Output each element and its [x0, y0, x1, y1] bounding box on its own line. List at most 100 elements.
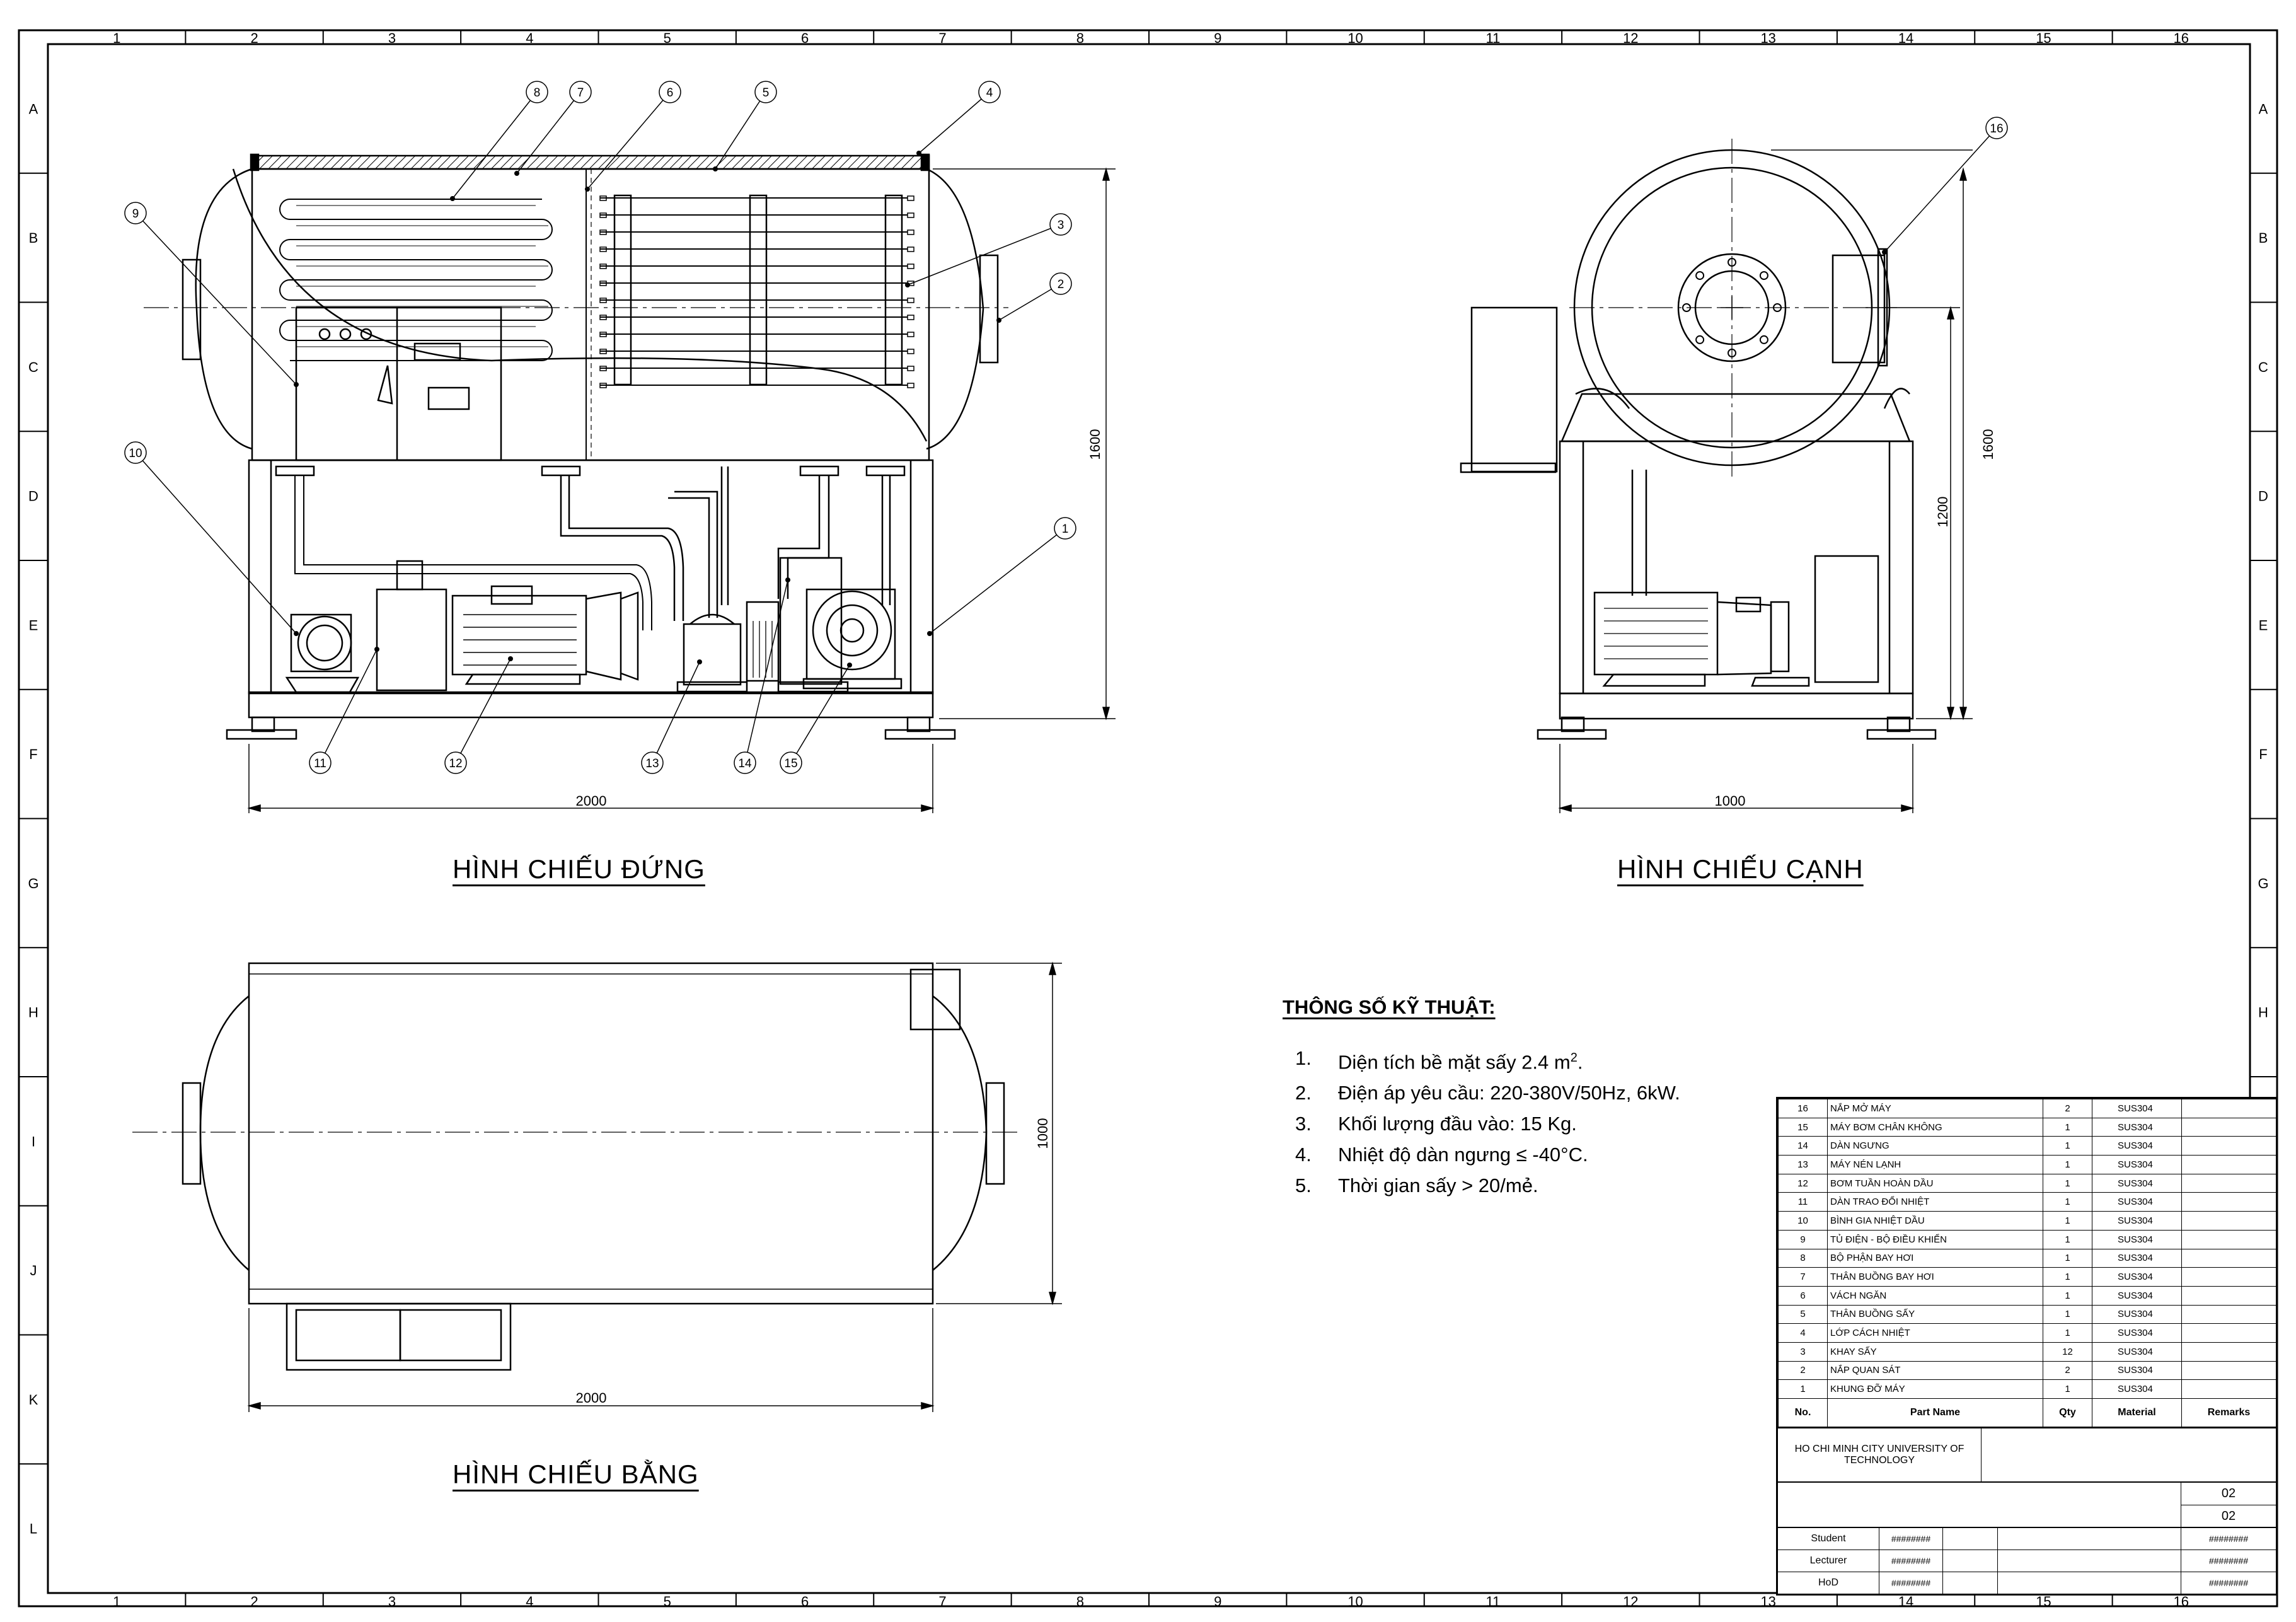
leader-dot	[294, 382, 299, 387]
part-material: SUS304	[2092, 1099, 2182, 1118]
institution-row: HO CHI MINH CITY UNIVERSITY OF TECHNOLOG…	[1778, 1427, 2276, 1481]
balloon-leader	[452, 91, 538, 199]
grid-col-label: 2	[250, 1594, 258, 1609]
part-name: BỘ PHẬN BAY HƠI	[1827, 1248, 2043, 1268]
grid-row-label: E	[29, 617, 38, 633]
spec-number: 1.	[1295, 1047, 1312, 1069]
balloon-leader	[135, 212, 297, 385]
signature-date-cell	[1943, 1528, 1998, 1550]
part-material: SUS304	[2092, 1117, 2182, 1137]
leader-dot	[697, 659, 702, 664]
part-no: 2	[1778, 1360, 1828, 1381]
part-material: SUS304	[2092, 1267, 2182, 1287]
signature-date-cell	[1943, 1550, 1998, 1572]
part-qty: 1	[2043, 1323, 2092, 1343]
grid-row-label: H	[2258, 1005, 2268, 1021]
part-no: 8	[1778, 1248, 1828, 1268]
leader-dot	[996, 318, 1001, 323]
parts-header-cell: Remarks	[2181, 1398, 2276, 1427]
leader-dot	[927, 631, 932, 636]
side-view	[1460, 139, 1937, 740]
balloon-number: 4	[986, 86, 993, 100]
part-qty: 1	[2043, 1248, 2092, 1268]
zone-grid-labels: 1122334455667788991010111112121313141415…	[28, 30, 2268, 1609]
spec-number: 3.	[1295, 1113, 1312, 1135]
spec-text: Thời gian sấy > 20/mẻ.	[1338, 1170, 1538, 1201]
part-balloon	[641, 751, 664, 774]
part-no: 6	[1778, 1285, 1828, 1306]
part-name: THÂN BUỒNG SẤY	[1827, 1304, 2043, 1324]
spec-text-main: Thời gian sấy > 20/mẻ.	[1338, 1174, 1538, 1197]
part-qty: 12	[2043, 1341, 2092, 1362]
grid-row-label: J	[30, 1263, 37, 1278]
part-material: SUS304	[2092, 1192, 2182, 1212]
balloon-leader	[587, 91, 671, 190]
part-material: SUS304	[2092, 1341, 2182, 1362]
grid-col-label: 4	[526, 30, 533, 46]
leader-dot	[905, 282, 910, 287]
part-balloon	[309, 751, 332, 774]
dim-side-axis-height: 1200	[1935, 497, 1951, 528]
grid-col-label: 5	[664, 30, 671, 46]
signature-value: ########	[1879, 1550, 1943, 1572]
part-material: SUS304	[2092, 1211, 2182, 1231]
part-material: SUS304	[2092, 1248, 2182, 1268]
balloon-number: 11	[314, 757, 326, 770]
grid-col-label: 12	[1623, 30, 1638, 46]
part-qty: 1	[2043, 1267, 2092, 1287]
spec-number: 4.	[1295, 1144, 1312, 1166]
spec-item: 4.Nhiệt độ dàn ngưng ≤ -40°C.	[1283, 1139, 1736, 1170]
part-balloon	[1054, 517, 1076, 540]
spec-item: 2.Điện áp yêu cầu: 220-380V/50Hz, 6kW.	[1283, 1077, 1736, 1108]
grid-col-label: 14	[1898, 1594, 1913, 1609]
part-no: 15	[1778, 1117, 1828, 1137]
spec-superscript: 2	[1570, 1051, 1578, 1065]
part-remarks	[2181, 1341, 2276, 1362]
leader-dot	[713, 166, 718, 171]
part-qty: 1	[2043, 1117, 2092, 1137]
part-balloon	[780, 751, 802, 774]
signature-right-value: ########	[2208, 1534, 2249, 1544]
grid-col-label: 9	[1214, 30, 1221, 46]
balloon-number: 6	[667, 86, 674, 100]
sheet-total: 02	[2221, 1509, 2236, 1523]
grid-col-label: 15	[2036, 30, 2051, 46]
balloon-leader	[744, 579, 788, 763]
part-no: 1	[1778, 1379, 1828, 1399]
signature-value: ########	[1879, 1528, 1943, 1550]
grid-col-label: 14	[1898, 30, 1913, 46]
leader-dot	[508, 656, 513, 661]
signature-rows: Student################Lecturer#########…	[1778, 1527, 2276, 1594]
part-balloon	[754, 81, 777, 103]
balloon-leader	[918, 91, 990, 154]
part-name: MÁY BƠM CHÂN KHÔNG	[1827, 1117, 2043, 1137]
part-no: 11	[1778, 1192, 1828, 1212]
grid-col-label: 8	[1076, 1594, 1084, 1609]
grid-row-label: E	[2259, 617, 2268, 633]
balloon-number: 3	[1058, 219, 1064, 232]
parts-header-cell: Material	[2092, 1398, 2182, 1427]
signature-role: HoD	[1778, 1572, 1879, 1594]
part-no: 9	[1778, 1229, 1828, 1249]
grid-col-label: 10	[1347, 1594, 1363, 1609]
side-view-title: HÌNH CHIẾU CẠNH	[1617, 854, 1864, 884]
part-remarks	[2181, 1379, 2276, 1399]
balloon-leader	[455, 658, 511, 763]
part-remarks	[2181, 1192, 2276, 1212]
part-material: SUS304	[2092, 1229, 2182, 1249]
part-name: DÀN TRAO ĐỔI NHIỆT	[1827, 1192, 2043, 1212]
part-material: SUS304	[2092, 1323, 2182, 1343]
spec-text-tail: .	[1577, 1051, 1583, 1074]
part-remarks	[2181, 1211, 2276, 1231]
part-balloon	[1049, 272, 1072, 295]
leader-dot	[847, 663, 852, 668]
